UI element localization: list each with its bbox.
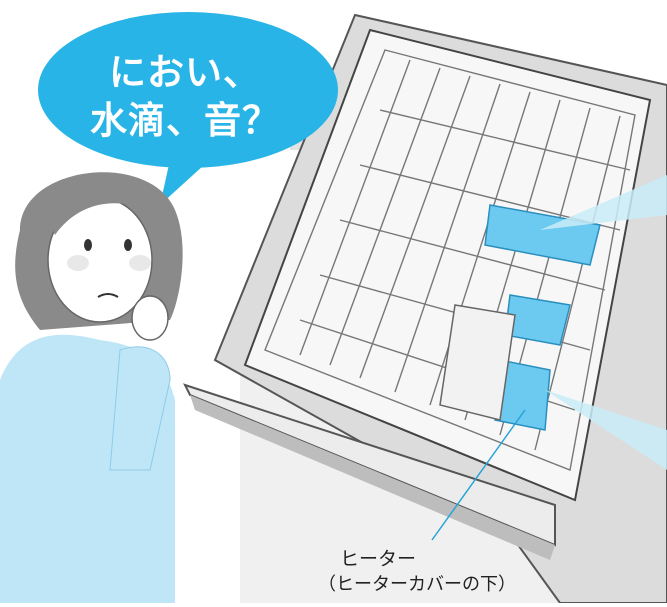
cheek-left [67,255,89,271]
cheek-right [129,255,151,271]
heater-leader-line [431,409,526,541]
heater-label: ヒーター [340,548,417,570]
bangs [40,179,160,235]
speech-bubble [38,12,338,168]
beam-upper [540,175,667,230]
speech-bubble-line1: におい、 [109,51,261,94]
heater-sub-label: （ヒーターカバーの下） [318,574,516,595]
mouth [97,293,119,298]
drawer-lip [190,395,555,560]
utensil-basket [439,304,516,421]
hand [131,295,169,341]
eye-left [84,239,92,251]
speech-bubble-tail [160,155,215,205]
person-illustration [0,172,183,603]
beam-lower [545,390,667,470]
raised-arm [109,346,171,471]
speech-bubble-line2: 水滴、音？ [90,99,280,142]
eye-right [124,239,132,251]
